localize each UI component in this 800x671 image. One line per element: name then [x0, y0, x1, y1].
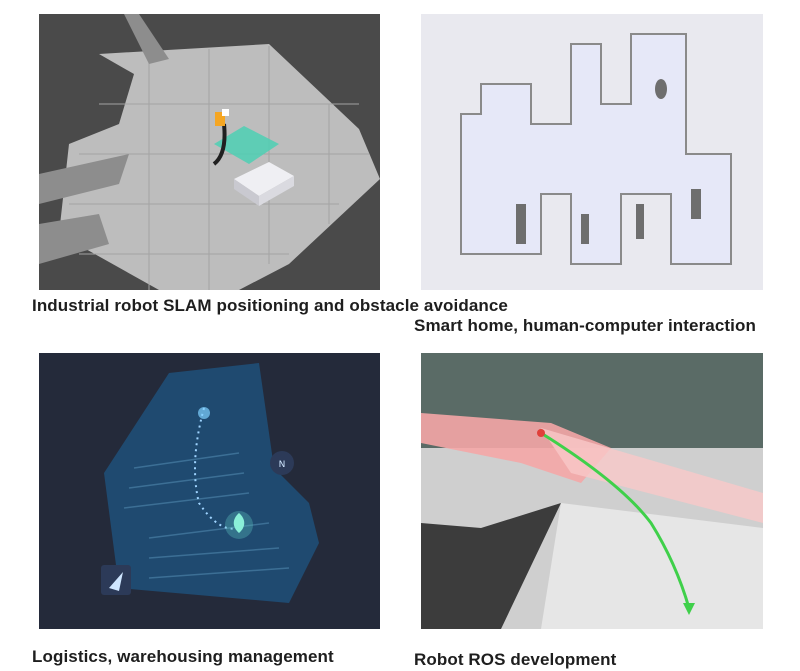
ros-caption: Robot ROS development [414, 650, 617, 669]
robot-icon [215, 109, 229, 126]
smart-home-map-image [421, 14, 763, 290]
navigation-arrow-icon [101, 565, 131, 595]
logistics-caption: Logistics, warehousing management [32, 647, 334, 666]
compass-icon: N [270, 451, 294, 475]
svg-text:N: N [279, 460, 286, 470]
slam-map-image [39, 14, 380, 290]
ros-map-image [421, 353, 763, 629]
location-marker-icon [225, 511, 253, 539]
slam-caption: Industrial robot SLAM positioning and ob… [32, 296, 508, 315]
logistics-map-image: N [39, 353, 380, 629]
smart-home-caption: Smart home, human-computer interaction [414, 316, 756, 335]
